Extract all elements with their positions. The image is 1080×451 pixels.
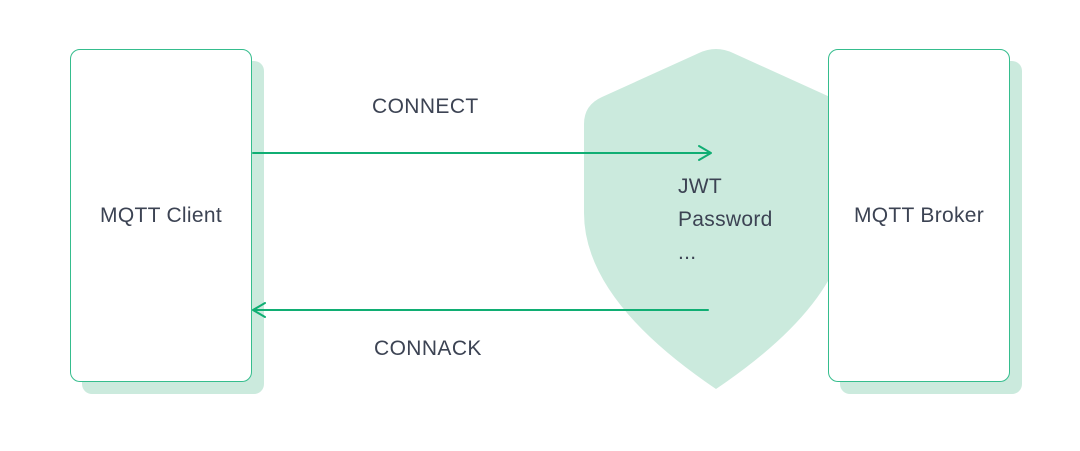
auth-method-password: Password — [678, 208, 773, 231]
mqtt-broker-label: MQTT Broker — [853, 203, 985, 227]
connect-arrowhead-icon — [698, 145, 712, 161]
connack-arrowhead-icon — [252, 302, 266, 318]
connack-message-label: CONNACK — [374, 337, 482, 360]
auth-method-jwt: JWT — [678, 175, 723, 198]
connect-message-label: CONNECT — [372, 95, 479, 118]
connect-arrow — [252, 145, 712, 161]
auth-method-ellipsis: ... — [678, 241, 697, 264]
mqtt-client-label: MQTT Client — [100, 203, 222, 227]
auth-methods-list: JWT Password ... — [678, 170, 773, 269]
shield-shape — [584, 49, 848, 389]
mqtt-broker-node: MQTT Broker — [828, 49, 1010, 382]
connack-arrow — [252, 302, 709, 318]
mqtt-client-node: MQTT Client — [70, 49, 252, 382]
